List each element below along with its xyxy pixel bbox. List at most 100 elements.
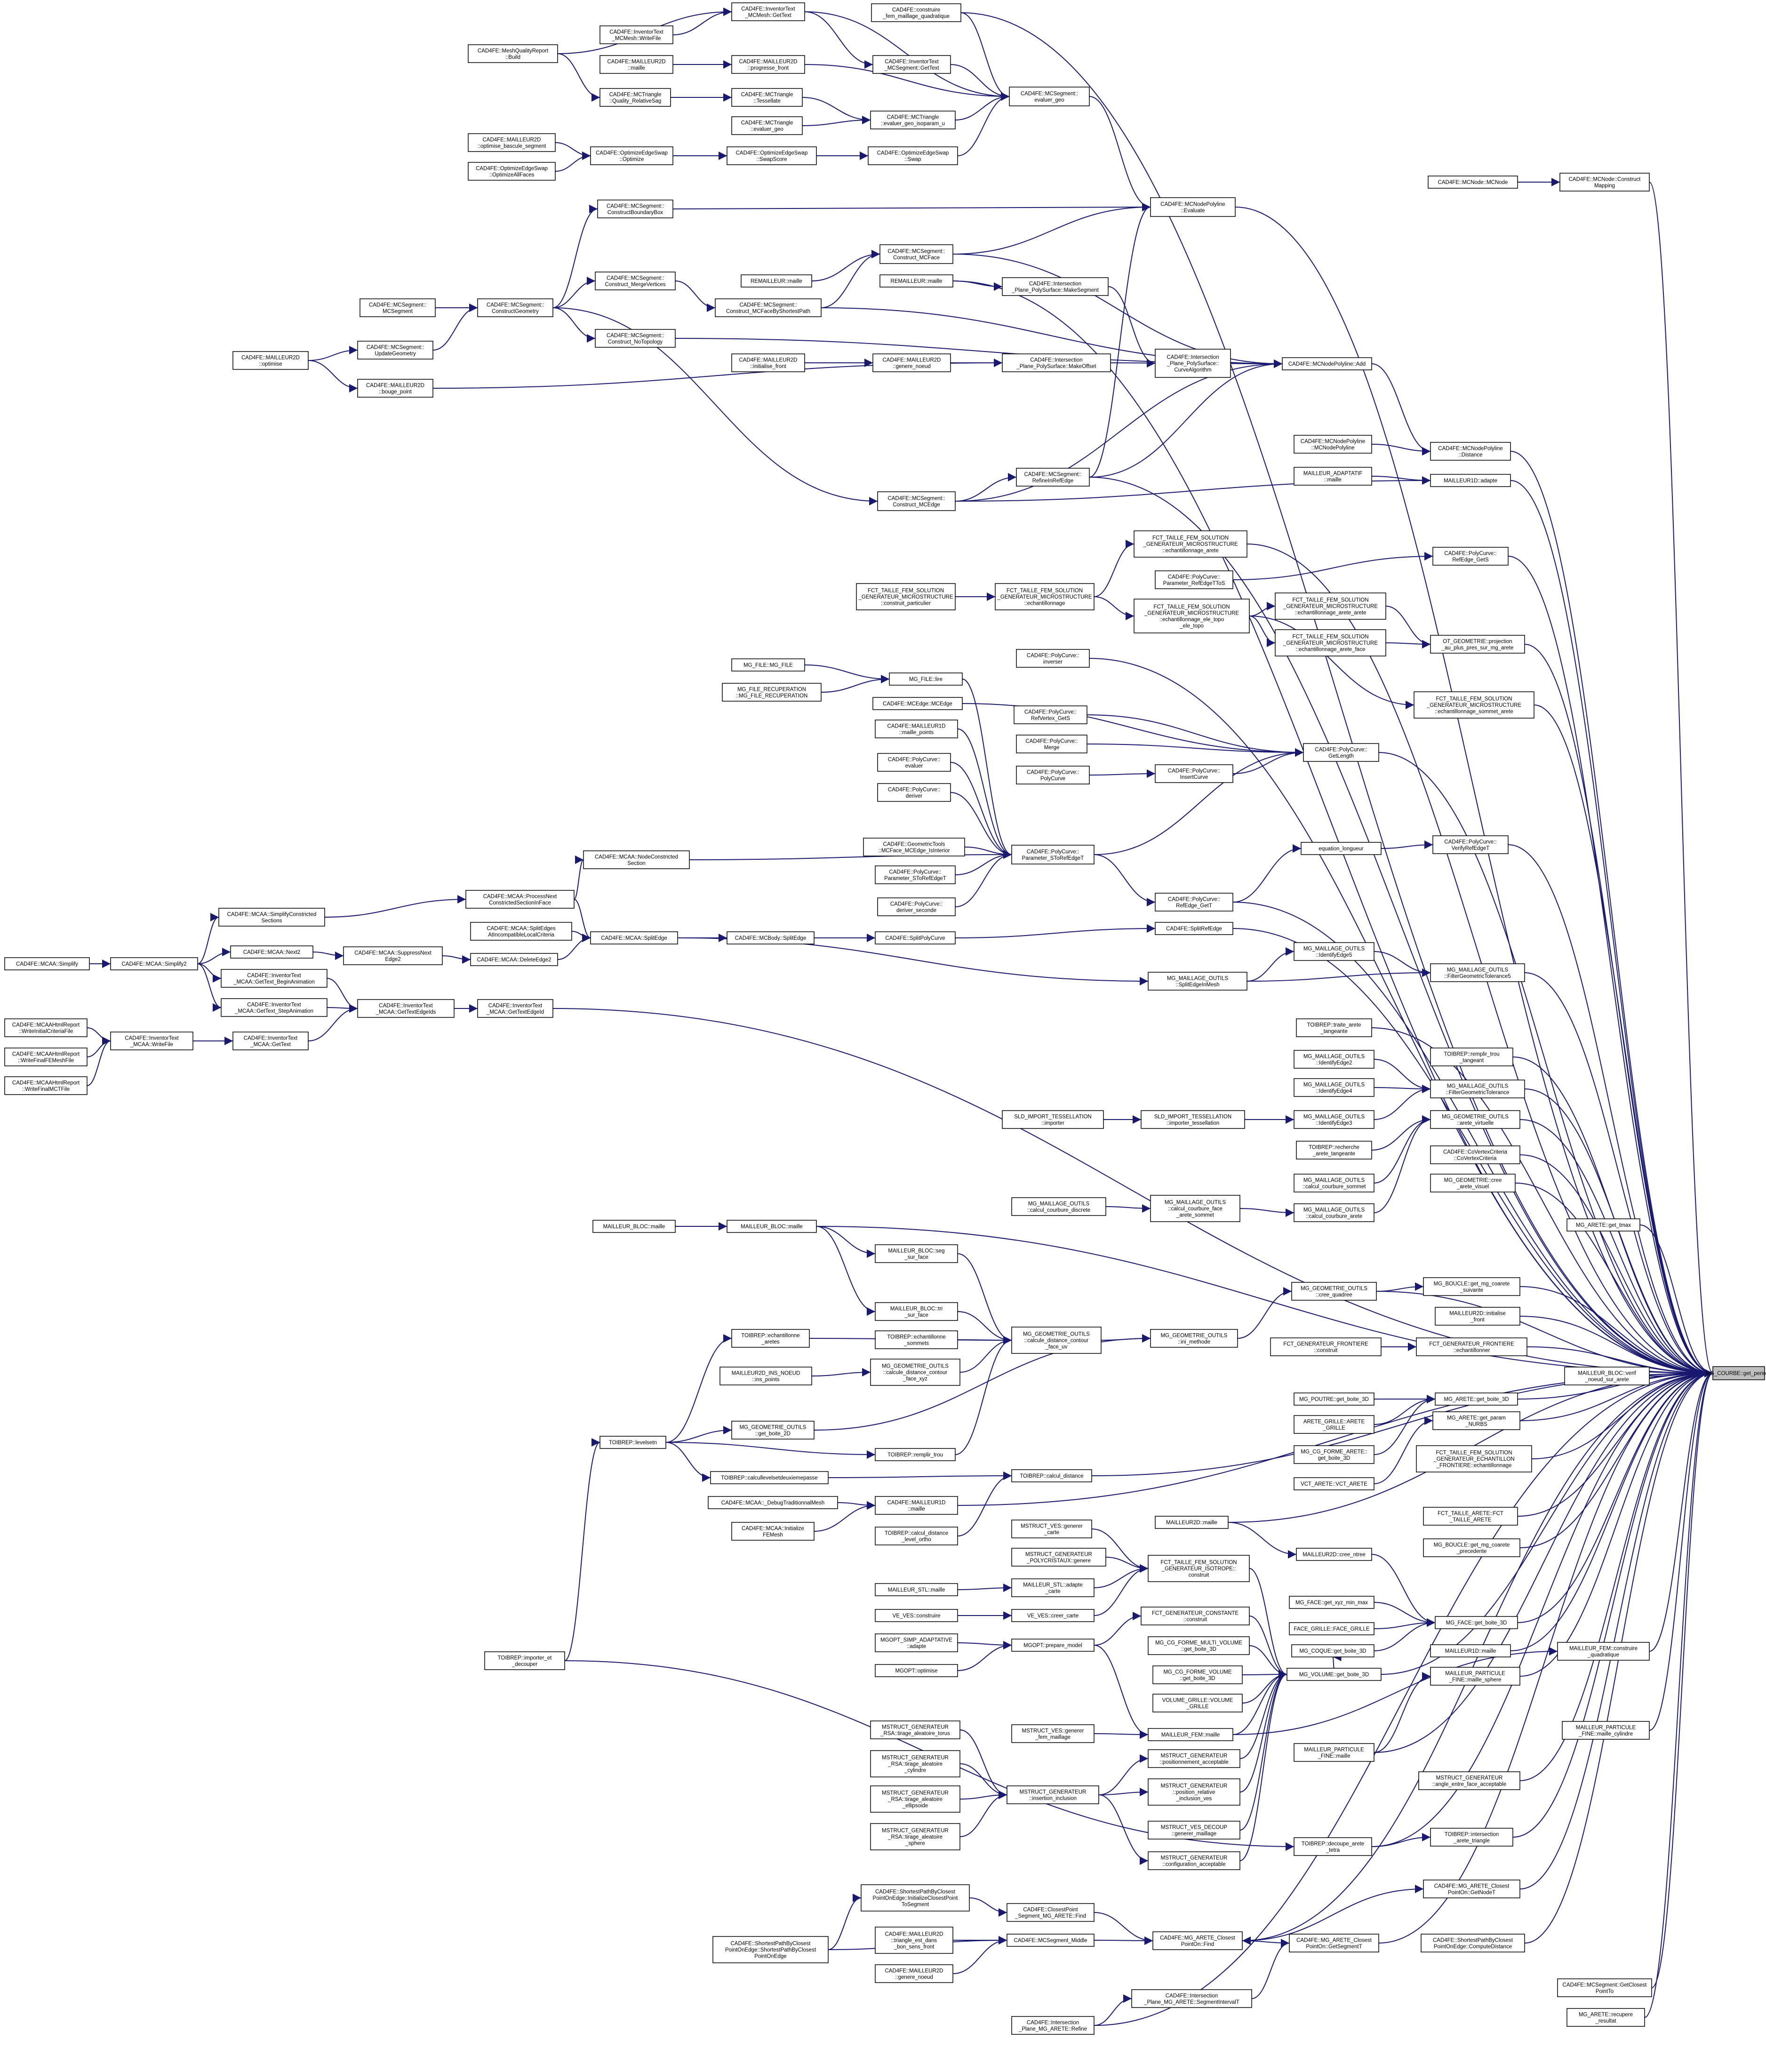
- function-node[interactable]: CAD4FE::MCBody::SplitEdge: [727, 931, 815, 944]
- function-node[interactable]: CAD4FE::PolyCurve::Parameter_RefEdgeTToS: [1155, 570, 1233, 589]
- function-node[interactable]: MG_CG_FORME_MULTI_VOLUME::get_boite_3D: [1148, 1636, 1250, 1655]
- function-node[interactable]: FCT_TAILLE_FEM_SOLUTION_GENERATEUR_MICRO…: [1134, 530, 1247, 558]
- function-node[interactable]: MG_CG_FORME_VOLUME::get_boite_3D: [1152, 1665, 1243, 1684]
- function-node[interactable]: MG_MAILLAGE_OUTILS::calcul_courbure_aret…: [1294, 1203, 1374, 1222]
- function-node[interactable]: MG_MAILLAGE_OUTILS::calcul_courbure_somm…: [1294, 1174, 1374, 1192]
- function-node[interactable]: CAD4FE::MCAA::SplitEdge: [590, 931, 678, 944]
- function-node[interactable]: MSTRUCT_GENERATEUR::angle_entre_face_acc…: [1418, 1771, 1520, 1790]
- function-node[interactable]: CAD4FE::PolyCurve::VerifyRefEdgeT: [1432, 835, 1509, 854]
- function-node[interactable]: MG_MAILLAGE_OUTILS::calcul_courbure_disc…: [1011, 1197, 1106, 1216]
- function-node[interactable]: CAD4FE::Intersection_Plane_PolySurface::…: [1002, 353, 1111, 372]
- function-node[interactable]: CAD4FE::MAILLEUR2D::triangle_est_dans_bo…: [875, 1927, 953, 1954]
- function-node[interactable]: CAD4FE::MCNodePolyline::Distance: [1430, 442, 1511, 461]
- function-node[interactable]: CAD4FE::MCAA::SimplifyConstrictedSection…: [218, 908, 325, 927]
- function-node[interactable]: CAD4FE::MCAA::Next2: [230, 945, 313, 959]
- function-node[interactable]: CAD4FE::MCSegment::RefineInRefEdge: [1016, 468, 1090, 487]
- function-node[interactable]: CAD4FE::PolyCurve::Merge: [1016, 735, 1087, 753]
- function-node[interactable]: CAD4FE::PolyCurve::RefEdge_GetT: [1155, 893, 1233, 912]
- function-node[interactable]: MSTRUCT_GENERATEUR_RSA::tirage_aleatoire…: [870, 1823, 960, 1850]
- function-node[interactable]: CAD4FE::MAILLEUR2D::initialise_front: [731, 353, 805, 372]
- function-node[interactable]: CAD4FE::MCNodePolyline::MCNodePolyline: [1294, 435, 1372, 454]
- function-node[interactable]: MG_MAILLAGE_OUTILS::FilterGeometricToler…: [1430, 1080, 1525, 1098]
- function-node[interactable]: VE_VES::construire: [875, 1609, 958, 1622]
- function-node[interactable]: CAD4FE::MCNode::MCNode: [1428, 176, 1518, 189]
- function-node[interactable]: CAD4FE::MCAA::_DebugTraditionnalMesh: [708, 1496, 838, 1509]
- function-node[interactable]: MSTRUCT_GENERATEUR_POLYCRISTAUX::genere: [1011, 1548, 1106, 1567]
- function-node[interactable]: CAD4FE::MCNodePolyline::Evaluate: [1150, 197, 1236, 217]
- function-node[interactable]: FCT_TAILLE_FEM_SOLUTION_GENERATEUR_MICRO…: [1275, 629, 1386, 656]
- function-node[interactable]: MSTRUCT_GENERATEUR::positionnement_accep…: [1148, 1749, 1240, 1768]
- function-node[interactable]: MAILLEUR_STL::adapte_carte: [1011, 1578, 1095, 1597]
- function-node[interactable]: VOLUME_GRILLE::VOLUME_GRILLE: [1152, 1694, 1243, 1712]
- function-node[interactable]: FCT_TAILLE_FEM_SOLUTION_GENERATEUR_MICRO…: [856, 583, 956, 610]
- function-node[interactable]: MG_ARETE::recupere_resultat: [1566, 2008, 1645, 2027]
- function-node[interactable]: MG_MAILLAGE_OUTILS::IdentifyEdge4: [1294, 1078, 1374, 1097]
- function-node[interactable]: MG_GEOMETRIE_OUTILS::ini_methode: [1150, 1329, 1238, 1348]
- function-node[interactable]: MG_BOUCLE::get_mg_coarete_suivante: [1423, 1277, 1520, 1296]
- function-node[interactable]: MG_MAILLAGE_OUTILS::IdentifyEdge2: [1294, 1050, 1374, 1069]
- function-node[interactable]: CAD4FE::Intersection_Plane_PolySurface::…: [1002, 277, 1109, 296]
- function-node[interactable]: FCT_TAILLE_FEM_SOLUTION_GENERATEUR_MICRO…: [1275, 592, 1386, 620]
- function-node[interactable]: CAD4FE::InventorText_MCAA::GetTextEdgeId: [477, 999, 553, 1018]
- function-node[interactable]: CAD4FE::InventorText_MCMesh::WriteFile: [599, 25, 673, 44]
- function-node[interactable]: CAD4FE::MAILLEUR2D::optimise: [232, 351, 309, 370]
- function-node[interactable]: MSTRUCT_GENERATEUR::position_relative_in…: [1148, 1778, 1240, 1806]
- function-node[interactable]: TOIBREP::remplir_trou_tangeant: [1430, 1048, 1513, 1066]
- function-node[interactable]: CAD4FE::MCAA::Simplify2: [110, 957, 198, 970]
- function-node[interactable]: CAD4FE::OptimizeEdgeSwap::Swap: [868, 146, 958, 165]
- function-node[interactable]: MSTRUCT_VES::generer_fem_maillage: [1011, 1724, 1095, 1743]
- function-node[interactable]: CAD4FE::MAILLEUR1D::maille_points: [875, 720, 958, 738]
- function-node[interactable]: TOIBREP::echantillonne_aretes: [731, 1329, 810, 1348]
- function-node[interactable]: CAD4FE::PolyCurve::GetLength: [1303, 743, 1379, 762]
- function-node[interactable]: CAD4FE::SplitPolyCurve: [875, 931, 956, 944]
- function-node[interactable]: CAD4FE::MCTriangle::evaluer_geo_isoparam…: [870, 111, 956, 129]
- function-node[interactable]: CAD4FE::MCTriangle::Quality_RelativeSag: [599, 88, 671, 107]
- function-node[interactable]: CAD4FE::PolyCurve::inverser: [1016, 649, 1090, 668]
- function-node[interactable]: MSTRUCT_VES_DECOUP::generer_maillage: [1148, 1821, 1240, 1840]
- function-node[interactable]: CAD4FE::MCSegment_Middle: [1007, 1934, 1095, 1947]
- function-node[interactable]: MG_MAILLAGE_OUTILS::SplitEdgeInMesh: [1148, 972, 1247, 991]
- function-node[interactable]: CAD4FE::PolyCurve::RefEdge_GetS: [1432, 547, 1509, 566]
- function-node[interactable]: CAD4FE::InventorText_MCMesh::GetText: [731, 2, 805, 21]
- function-node[interactable]: CAD4FE::MCAA::ProcessNextConstrictedSect…: [465, 890, 575, 909]
- function-node[interactable]: CAD4FE::ClosestPoint_Segment_MG_ARETE::F…: [1007, 1903, 1095, 1922]
- function-node[interactable]: MG_ARETE::get_tmax: [1566, 1218, 1640, 1232]
- function-node[interactable]: CAD4FE::MCNodePolyline::Add: [1282, 357, 1372, 370]
- function-node[interactable]: CAD4FE::SplitRefEdge: [1155, 922, 1233, 935]
- function-node[interactable]: FCT_TAILLE_ARETE::FCT_TAILLE_ARETE: [1423, 1507, 1518, 1526]
- function-node[interactable]: MAILLEUR1D::maille: [1430, 1644, 1511, 1657]
- function-node[interactable]: CAD4FE::MCAA::DeleteEdge2: [470, 953, 558, 966]
- function-node[interactable]: MAILLEUR_BLOC::verif_noeud_sur_arete: [1564, 1367, 1650, 1385]
- function-node[interactable]: MG_MAILLAGE_OUTILS::calcul_courbure_face…: [1150, 1195, 1240, 1222]
- function-node[interactable]: CAD4FE::MCSegment::Construct_MCEdge: [877, 491, 956, 511]
- function-node[interactable]: CAD4FE::Intersection_Plane_PolySurface::…: [1155, 349, 1231, 378]
- function-node[interactable]: CAD4FE::MCAA::Simplify: [4, 957, 90, 970]
- function-node[interactable]: MAILLEUR2D::maille: [1155, 1516, 1229, 1529]
- function-node[interactable]: CAD4FE::InventorText_MCAA::GetText_StepA…: [221, 998, 328, 1017]
- function-node[interactable]: CAD4FE::PolyCurve::Parameter_SToRefEdgeT: [875, 865, 956, 884]
- function-node[interactable]: TOIBREP::intersection_arete_triangle: [1430, 1828, 1513, 1847]
- function-node[interactable]: SLD_IMPORT_TESSELLATION::importer_tessel…: [1141, 1110, 1245, 1129]
- function-node[interactable]: CAD4FE::InventorText_MCSegment::GetText: [872, 55, 951, 74]
- function-node[interactable]: MG_FILE_RECUPERATION::MG_FILE_RECUPERATI…: [722, 683, 822, 702]
- function-node[interactable]: MAILLEUR_FEM::maille: [1148, 1728, 1233, 1741]
- function-node[interactable]: CAD4FE::InventorText_MCAA::GetTextEdgeId…: [357, 999, 455, 1018]
- function-node[interactable]: TOIBREP::recherche_arete_tangeante: [1296, 1141, 1372, 1160]
- function-node[interactable]: MG_GEOMETRIE_OUTILS::calcule_distance_co…: [870, 1359, 960, 1386]
- function-node[interactable]: MG_ARETE::get_boite_3D: [1435, 1392, 1518, 1406]
- function-node[interactable]: TOIBREP::calcul_distance_level_ortho: [875, 1527, 958, 1545]
- function-node[interactable]: CAD4FE::MCEdge::MCEdge: [872, 697, 963, 710]
- function-node[interactable]: TOIBREP::echantillonne_sommets: [875, 1330, 958, 1349]
- function-node[interactable]: MG_FACE::get_boite_3D: [1435, 1616, 1518, 1629]
- function-node[interactable]: TOIBREP::levelsetn: [599, 1436, 666, 1449]
- function-node[interactable]: MSTRUCT_GENERATEUR_RSA::tirage_aleatoire…: [870, 1750, 960, 1777]
- function-node[interactable]: MGOPT::prepare_model: [1011, 1639, 1095, 1652]
- function-node[interactable]: CAD4FE::OptimizeEdgeSwap::SwapScore: [727, 146, 817, 165]
- function-node[interactable]: MG_MAILLAGE_OUTILS::FilterGeometricToler…: [1430, 963, 1525, 982]
- function-node[interactable]: MSTRUCT_GENERATEUR::configuration_accept…: [1148, 1851, 1240, 1870]
- function-node[interactable]: CAD4FE::MCAAHtmlReport::WriteFinalFEMesh…: [4, 1048, 88, 1066]
- function-node[interactable]: FCT_TAILLE_FEM_SOLUTION_GENERATEUR_ISOTR…: [1148, 1555, 1250, 1582]
